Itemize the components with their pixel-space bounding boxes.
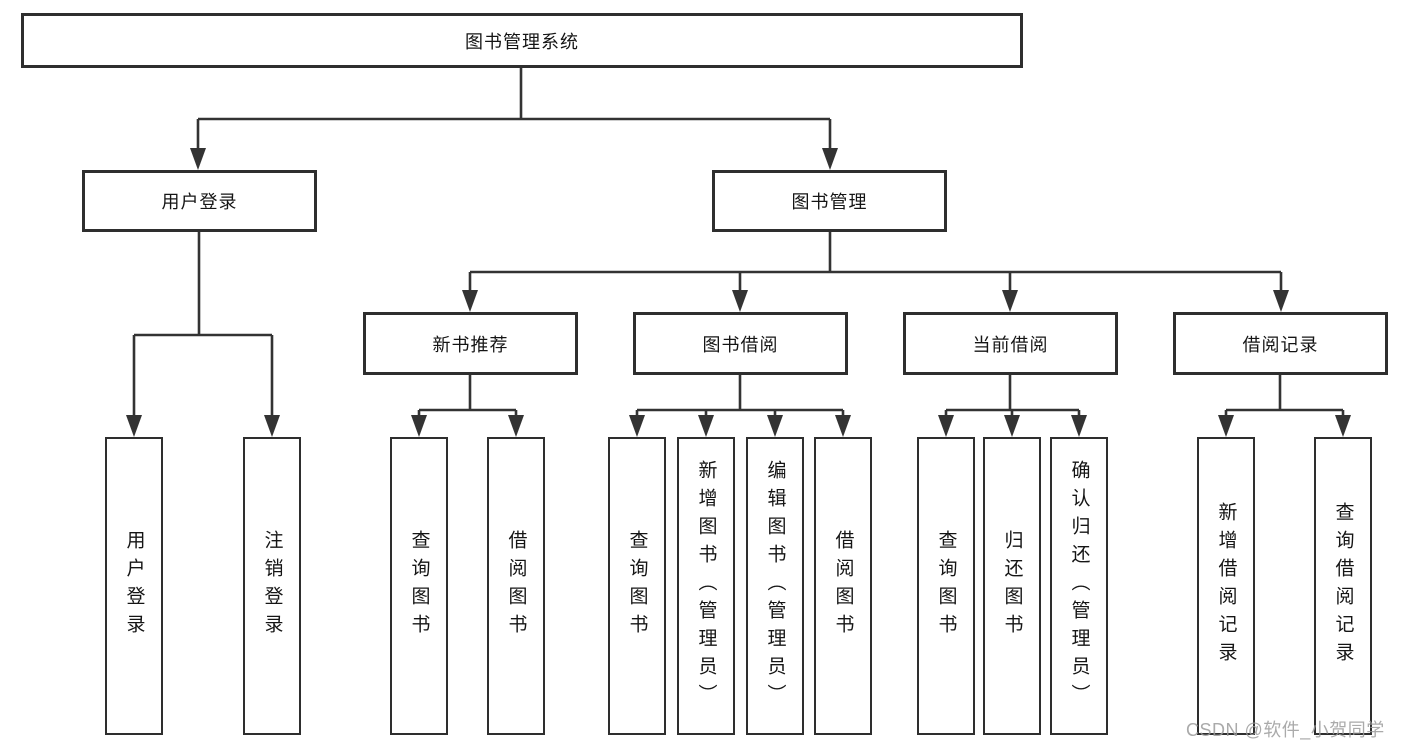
node-new-book-recommend: 新书推荐	[363, 312, 578, 375]
leaf-edit-books-admin-label: 编辑图书（管理员）	[764, 460, 786, 712]
node-user-login-label: 用户登录	[161, 192, 238, 212]
node-book-management-label: 图书管理	[791, 192, 868, 212]
node-current-borrow: 当前借阅	[903, 312, 1118, 375]
leaf-newbook-query-books-label: 查询图书	[408, 530, 430, 642]
leaf-borrow-books: 借阅图书	[814, 437, 872, 735]
leaf-return-books-label: 归还图书	[1001, 530, 1023, 642]
leaf-return-books: 归还图书	[983, 437, 1041, 735]
leaf-add-borrow-record: 新增借阅记录	[1197, 437, 1255, 735]
arrowhead-icons	[126, 148, 1351, 437]
csdn-watermark: CSDN @软件_小贺同学	[1186, 720, 1385, 740]
leaf-logout: 注销登录	[243, 437, 301, 735]
leaf-confirm-return-admin-label: 确认归还（管理员）	[1068, 460, 1090, 712]
node-user-login: 用户登录	[82, 170, 317, 232]
leaf-user-login-label: 用户登录	[123, 530, 145, 642]
leaf-current-query-books: 查询图书	[917, 437, 975, 735]
node-root-label: 图书管理系统	[465, 31, 579, 52]
leaf-edit-books-admin: 编辑图书（管理员）	[746, 437, 804, 735]
leaf-add-books-admin-label: 新增图书（管理员）	[695, 460, 717, 712]
leaf-current-query-books-label: 查询图书	[935, 530, 957, 642]
leaf-newbook-borrow-books: 借阅图书	[487, 437, 545, 735]
node-book-borrow: 图书借阅	[633, 312, 848, 375]
node-borrow-record: 借阅记录	[1173, 312, 1388, 375]
node-borrow-record-label: 借阅记录	[1242, 334, 1319, 355]
leaf-user-login: 用户登录	[105, 437, 163, 735]
node-book-management: 图书管理	[712, 170, 947, 232]
leaf-newbook-query-books: 查询图书	[390, 437, 448, 735]
node-current-borrow-label: 当前借阅	[972, 334, 1049, 355]
leaf-logout-label: 注销登录	[261, 530, 283, 642]
node-root: 图书管理系统	[21, 13, 1023, 68]
leaf-add-borrow-record-label: 新增借阅记录	[1215, 502, 1237, 670]
node-book-borrow-label: 图书借阅	[702, 334, 779, 355]
leaf-add-books-admin: 新增图书（管理员）	[677, 437, 735, 735]
leaf-query-borrow-record: 查询借阅记录	[1314, 437, 1372, 735]
leaf-borrow-query-books-label: 查询图书	[626, 530, 648, 642]
leaf-borrow-books-label: 借阅图书	[832, 530, 854, 642]
leaf-newbook-borrow-books-label: 借阅图书	[505, 530, 527, 642]
leaf-borrow-query-books: 查询图书	[608, 437, 666, 735]
leaf-confirm-return-admin: 确认归还（管理员）	[1050, 437, 1108, 735]
node-new-book-recommend-label: 新书推荐	[432, 334, 509, 355]
leaf-query-borrow-record-label: 查询借阅记录	[1332, 502, 1354, 670]
